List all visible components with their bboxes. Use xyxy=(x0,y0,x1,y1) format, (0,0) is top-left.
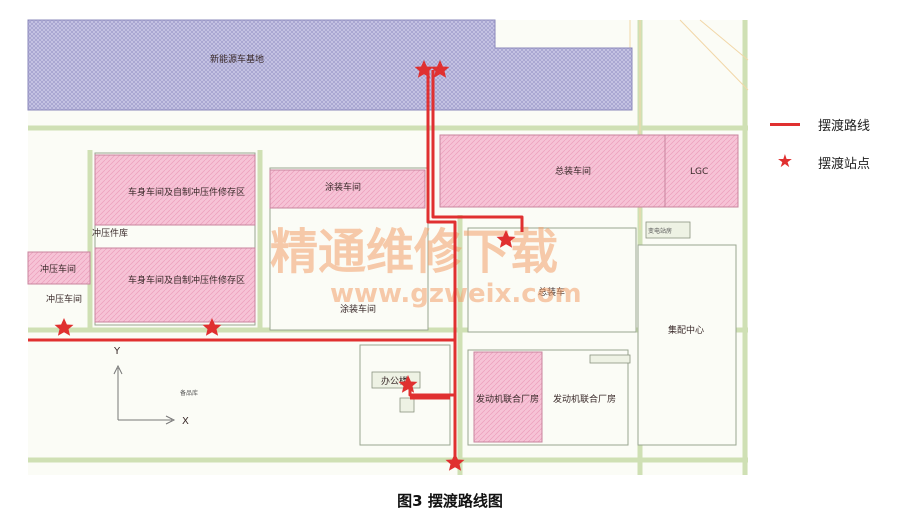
star-icon: ★ xyxy=(776,151,794,172)
assembly-shop-block xyxy=(439,134,739,208)
pink-shops xyxy=(27,134,739,443)
legend-route-label: 摆渡路线 xyxy=(818,118,871,134)
substation-label: 变电站房 xyxy=(648,227,672,235)
station-3 xyxy=(496,230,516,248)
axis-x-label: X xyxy=(182,416,189,427)
legend: 摆渡路线 ★ 摆渡站点 xyxy=(770,112,870,188)
new-energy-base-block xyxy=(27,19,633,111)
axis-y-label: Y xyxy=(113,346,121,357)
station-2 xyxy=(430,60,450,78)
body-shop-bottom-label: 车身车间及自制冲压件修存区 xyxy=(128,274,245,286)
center-building-label: 总装车 xyxy=(538,286,565,298)
engine-plant-1-label: 发动机联合厂房 xyxy=(476,393,539,405)
station-7 xyxy=(445,453,465,471)
route-line-swatch xyxy=(770,122,800,126)
legend-station: ★ 摆渡站点 xyxy=(770,150,870,174)
delivery-center-label: 集配中心 xyxy=(668,324,704,336)
legend-route: 摆渡路线 xyxy=(770,112,870,136)
watermark-cn: 精通维修下载 xyxy=(270,224,558,280)
axis-indicator xyxy=(113,364,176,425)
body-shop-top-block xyxy=(94,154,256,226)
assembly-shop-label: 总装车间 xyxy=(555,165,591,177)
stamping-shop-lower-label: 冲压车间 xyxy=(46,293,82,305)
legend-station-label: 摆渡站点 xyxy=(818,156,871,172)
body-shop-top-label: 车身车间及自制冲压件修存区 xyxy=(128,186,245,198)
lgc-label: LGC xyxy=(690,167,708,177)
stamping-shop-left-label: 冲压车间 xyxy=(40,263,76,275)
ferry-stations xyxy=(54,60,516,471)
engine-plant-1-block xyxy=(473,351,543,443)
parking-label: 备品库 xyxy=(180,389,198,397)
stamping-shop-left-block xyxy=(27,251,91,285)
station-4 xyxy=(54,318,74,336)
paint-shop-top-block xyxy=(269,169,426,209)
station-1 xyxy=(414,60,434,78)
paint-shop-bottom-label: 涂装车间 xyxy=(340,303,376,315)
building-labels: 车身车间及自制冲压件修存区 涂装车间 总装车间 LGC 冲压件库 冲压车间 冲压… xyxy=(40,165,708,405)
body-shop-bottom-block xyxy=(94,247,256,323)
station-6 xyxy=(398,375,418,393)
engine-plant-2-label: 发动机联合厂房 xyxy=(553,393,616,405)
stamping-store-label: 冲压件库 xyxy=(92,227,128,239)
new-energy-base-label: 新能源车基地 xyxy=(210,53,264,65)
station-5 xyxy=(202,318,222,336)
ferry-route xyxy=(28,70,524,465)
figure-caption: 图3 摆渡路线图 xyxy=(397,492,503,510)
paint-shop-top-label: 涂装车间 xyxy=(325,181,361,193)
